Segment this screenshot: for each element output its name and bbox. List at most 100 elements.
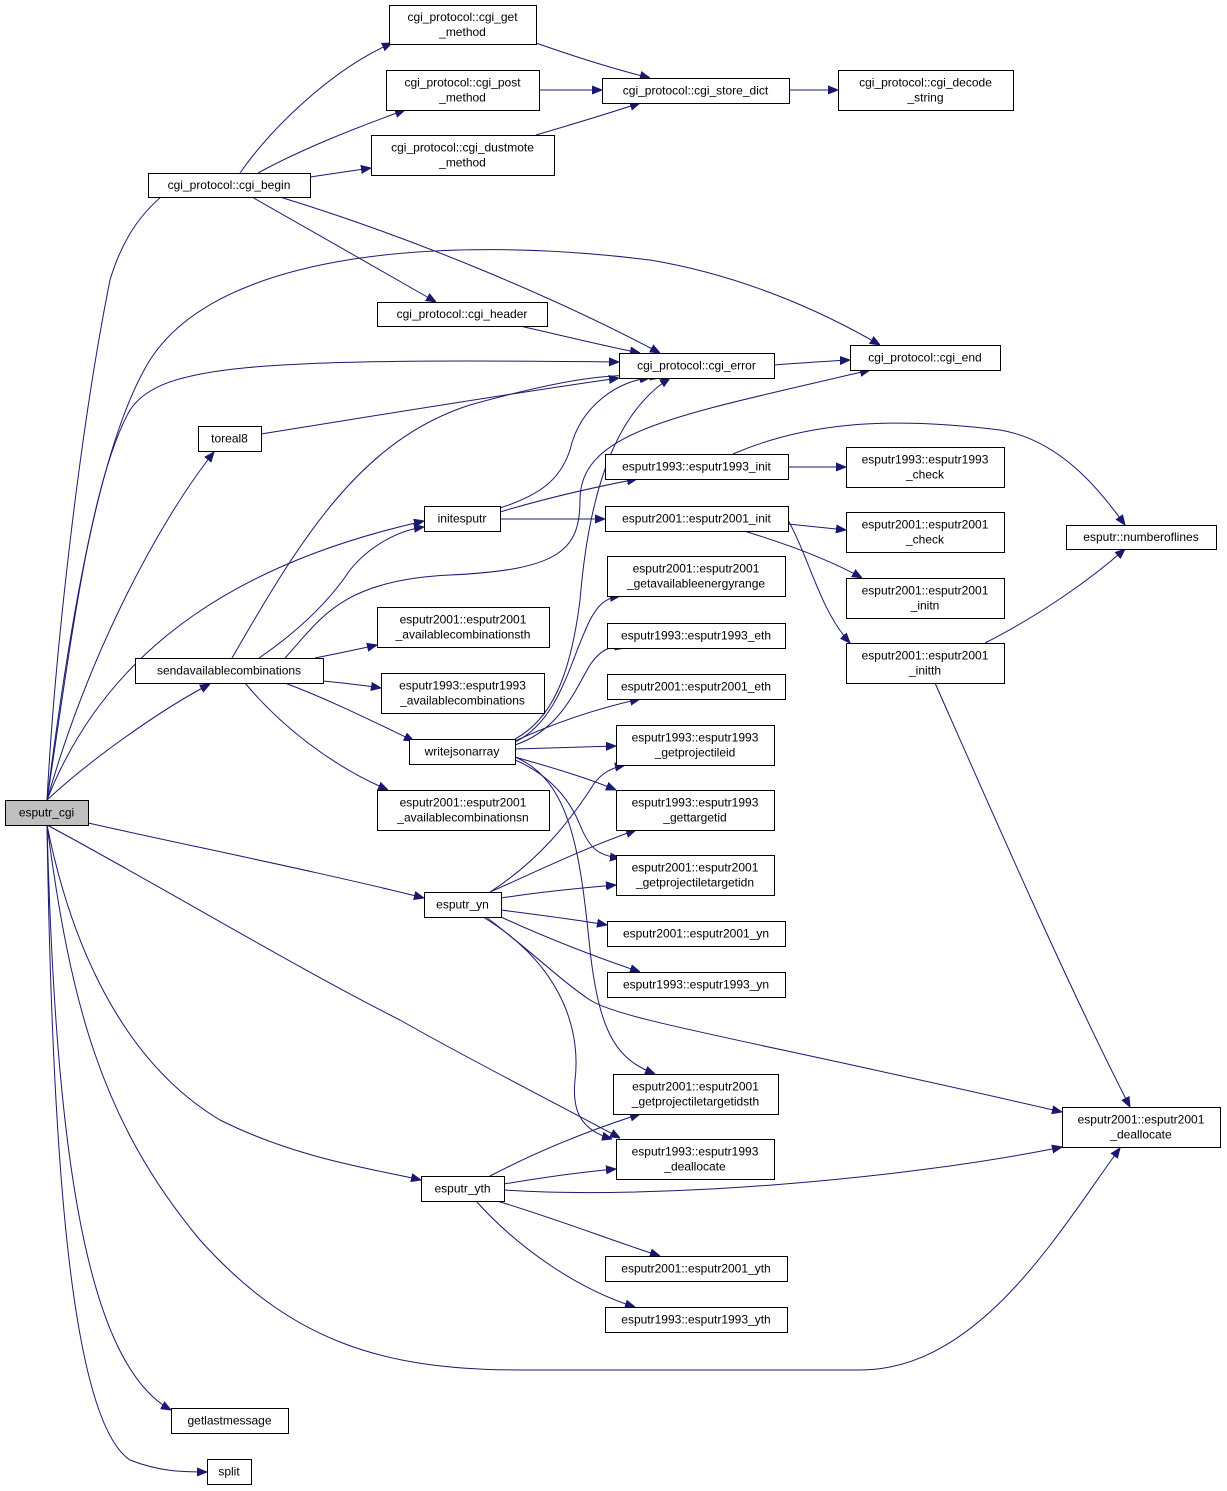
edge-cgi_begin-to-cgi_dustmote_method: [309, 168, 371, 178]
node-box[interactable]: [389, 5, 537, 45]
node-e2001_avail_n[interactable]: esputr2001::esputr2001_availablecombinat…: [377, 790, 550, 831]
node-box[interactable]: [377, 607, 550, 648]
node-e1993_init[interactable]: esputr1993::esputr1993_init: [605, 454, 789, 480]
node-box[interactable]: [171, 1408, 289, 1434]
node-e1993_eth[interactable]: esputr1993::esputr1993_eth: [607, 623, 786, 649]
node-box[interactable]: [148, 173, 311, 198]
node-e1993_yth[interactable]: esputr1993::esputr1993_yth: [605, 1307, 788, 1333]
node-box[interactable]: [1066, 525, 1217, 550]
node-cgi_header[interactable]: cgi_protocol::cgi_header: [377, 302, 548, 327]
node-e2001_getpt_n[interactable]: esputr2001::esputr2001_getprojectiletarg…: [616, 855, 775, 896]
node-e2001_dealloc[interactable]: esputr2001::esputr2001_deallocate: [1062, 1107, 1221, 1148]
node-cgi_end[interactable]: cgi_protocol::cgi_end: [850, 345, 1001, 371]
node-label: cgi_protocol::cgi_get: [407, 10, 518, 24]
node-label: esputr1993::esputr1993_yth: [621, 1313, 770, 1327]
node-e2001_yn[interactable]: esputr2001::esputr2001_yn: [607, 921, 786, 947]
node-box[interactable]: [605, 454, 789, 480]
node-e2001_yth[interactable]: esputr2001::esputr2001_yth: [605, 1256, 788, 1282]
node-writejsonarray[interactable]: writejsonarray: [409, 739, 516, 765]
node-box[interactable]: [605, 506, 789, 532]
node-box[interactable]: [619, 353, 775, 379]
node-cgi_get_method[interactable]: cgi_protocol::cgi_get_method: [389, 5, 537, 45]
node-box[interactable]: [616, 790, 775, 831]
node-esputr_yth[interactable]: esputr_yth: [421, 1176, 505, 1202]
node-e1993_check[interactable]: esputr1993::esputr1993_check: [846, 447, 1005, 488]
node-e2001_eth[interactable]: esputr2001::esputr2001_eth: [607, 674, 786, 700]
node-cgi_begin[interactable]: cgi_protocol::cgi_begin: [148, 173, 311, 198]
node-e1993_avail[interactable]: esputr1993::esputr1993_availablecombinat…: [381, 673, 545, 714]
node-box[interactable]: [616, 1139, 775, 1180]
node-label: _method: [438, 25, 486, 39]
edges-layer: [46, 43, 1130, 1472]
node-box[interactable]: [616, 855, 775, 896]
node-box[interactable]: [613, 1074, 779, 1115]
edge-sendavail-to-e1993_avail: [322, 680, 381, 688]
node-box[interactable]: [607, 556, 786, 597]
node-cgi_dustmote_method[interactable]: cgi_protocol::cgi_dustmote_method: [371, 135, 555, 176]
node-box[interactable]: [371, 135, 555, 176]
node-e2001_initth[interactable]: esputr2001::esputr2001_initth: [846, 643, 1005, 684]
node-toreal8[interactable]: toreal8: [198, 426, 262, 452]
edge-esputr_yn-to-e1993_getproj: [489, 765, 625, 893]
node-e2001_getpt_th[interactable]: esputr2001::esputr2001_getprojectiletarg…: [613, 1074, 779, 1115]
node-box[interactable]: [421, 1176, 505, 1202]
node-box[interactable]: [607, 623, 786, 649]
node-split[interactable]: split: [207, 1459, 252, 1485]
node-box[interactable]: [135, 658, 324, 684]
node-box[interactable]: [846, 578, 1005, 619]
node-getlastmessage[interactable]: getlastmessage: [171, 1408, 289, 1434]
edge-e1993_init-to-numberoflines: [732, 422, 1125, 525]
edge-esputr_yn-to-e2001_yn: [500, 909, 607, 925]
node-sendavail[interactable]: sendavailablecombinations: [135, 658, 324, 684]
node-box[interactable]: [377, 302, 548, 327]
node-box[interactable]: [409, 739, 516, 765]
node-box[interactable]: [846, 643, 1005, 684]
node-e2001_getavail[interactable]: esputr2001::esputr2001_getavailableenerg…: [607, 556, 786, 597]
node-cgi_post_method[interactable]: cgi_protocol::cgi_post_method: [386, 70, 540, 111]
node-box[interactable]: [602, 78, 790, 104]
node-box[interactable]: [207, 1459, 252, 1485]
node-e1993_getproj[interactable]: esputr1993::esputr1993_getprojectileid: [616, 725, 775, 766]
node-box[interactable]: [386, 70, 540, 111]
node-label: esputr1993::esputr1993: [632, 796, 759, 810]
node-e2001_initn[interactable]: esputr2001::esputr2001_initn: [846, 578, 1005, 619]
node-e1993_yn[interactable]: esputr1993::esputr1993_yn: [607, 972, 786, 998]
node-box[interactable]: [607, 972, 786, 998]
edge-esputr_yth-to-e2001_dealloc: [503, 1147, 1062, 1194]
node-label: esputr2001::esputr2001: [632, 1080, 759, 1094]
node-esputr_cgi[interactable]: esputr_cgi: [5, 800, 89, 826]
node-box[interactable]: [424, 506, 501, 532]
node-box[interactable]: [838, 70, 1014, 111]
node-box[interactable]: [846, 447, 1005, 488]
edge-cgi_header-to-cgi_error: [519, 325, 640, 353]
edge-initesputr-to-e1993_init: [499, 479, 637, 513]
node-box[interactable]: [198, 426, 262, 452]
edge-esputr_cgi-to-e2001_dealloc: [46, 824, 1120, 1371]
node-e2001_init[interactable]: esputr2001::esputr2001_init: [605, 506, 789, 532]
node-box[interactable]: [607, 674, 786, 700]
node-box[interactable]: [1062, 1107, 1221, 1148]
node-numberoflines[interactable]: esputr::numberoflines: [1066, 525, 1217, 550]
node-label: esputr1993::esputr1993: [632, 731, 759, 745]
node-box[interactable]: [424, 892, 502, 918]
node-box[interactable]: [846, 512, 1005, 553]
node-box[interactable]: [616, 725, 775, 766]
node-cgi_error[interactable]: cgi_protocol::cgi_error: [619, 353, 775, 379]
node-label: _availablecombinationsth: [395, 628, 531, 642]
node-box[interactable]: [605, 1256, 788, 1282]
node-e1993_dealloc[interactable]: esputr1993::esputr1993_deallocate: [616, 1139, 775, 1180]
edge-toreal8-to-cgi_error: [260, 378, 619, 435]
node-box[interactable]: [605, 1307, 788, 1333]
node-box[interactable]: [381, 673, 545, 714]
node-e2001_avail_th[interactable]: esputr2001::esputr2001_availablecombinat…: [377, 607, 550, 648]
node-box[interactable]: [377, 790, 550, 831]
node-cgi_store_dict[interactable]: cgi_protocol::cgi_store_dict: [602, 78, 790, 104]
node-box[interactable]: [607, 921, 786, 947]
node-initesputr[interactable]: initesputr: [424, 506, 501, 532]
node-box[interactable]: [850, 345, 1001, 371]
node-cgi_decode_string[interactable]: cgi_protocol::cgi_decode_string: [838, 70, 1014, 111]
node-e2001_check[interactable]: esputr2001::esputr2001_check: [846, 512, 1005, 553]
node-esputr_yn[interactable]: esputr_yn: [424, 892, 502, 918]
node-e1993_gettarget[interactable]: esputr1993::esputr1993_gettargetid: [616, 790, 775, 831]
node-box[interactable]: [5, 800, 89, 826]
